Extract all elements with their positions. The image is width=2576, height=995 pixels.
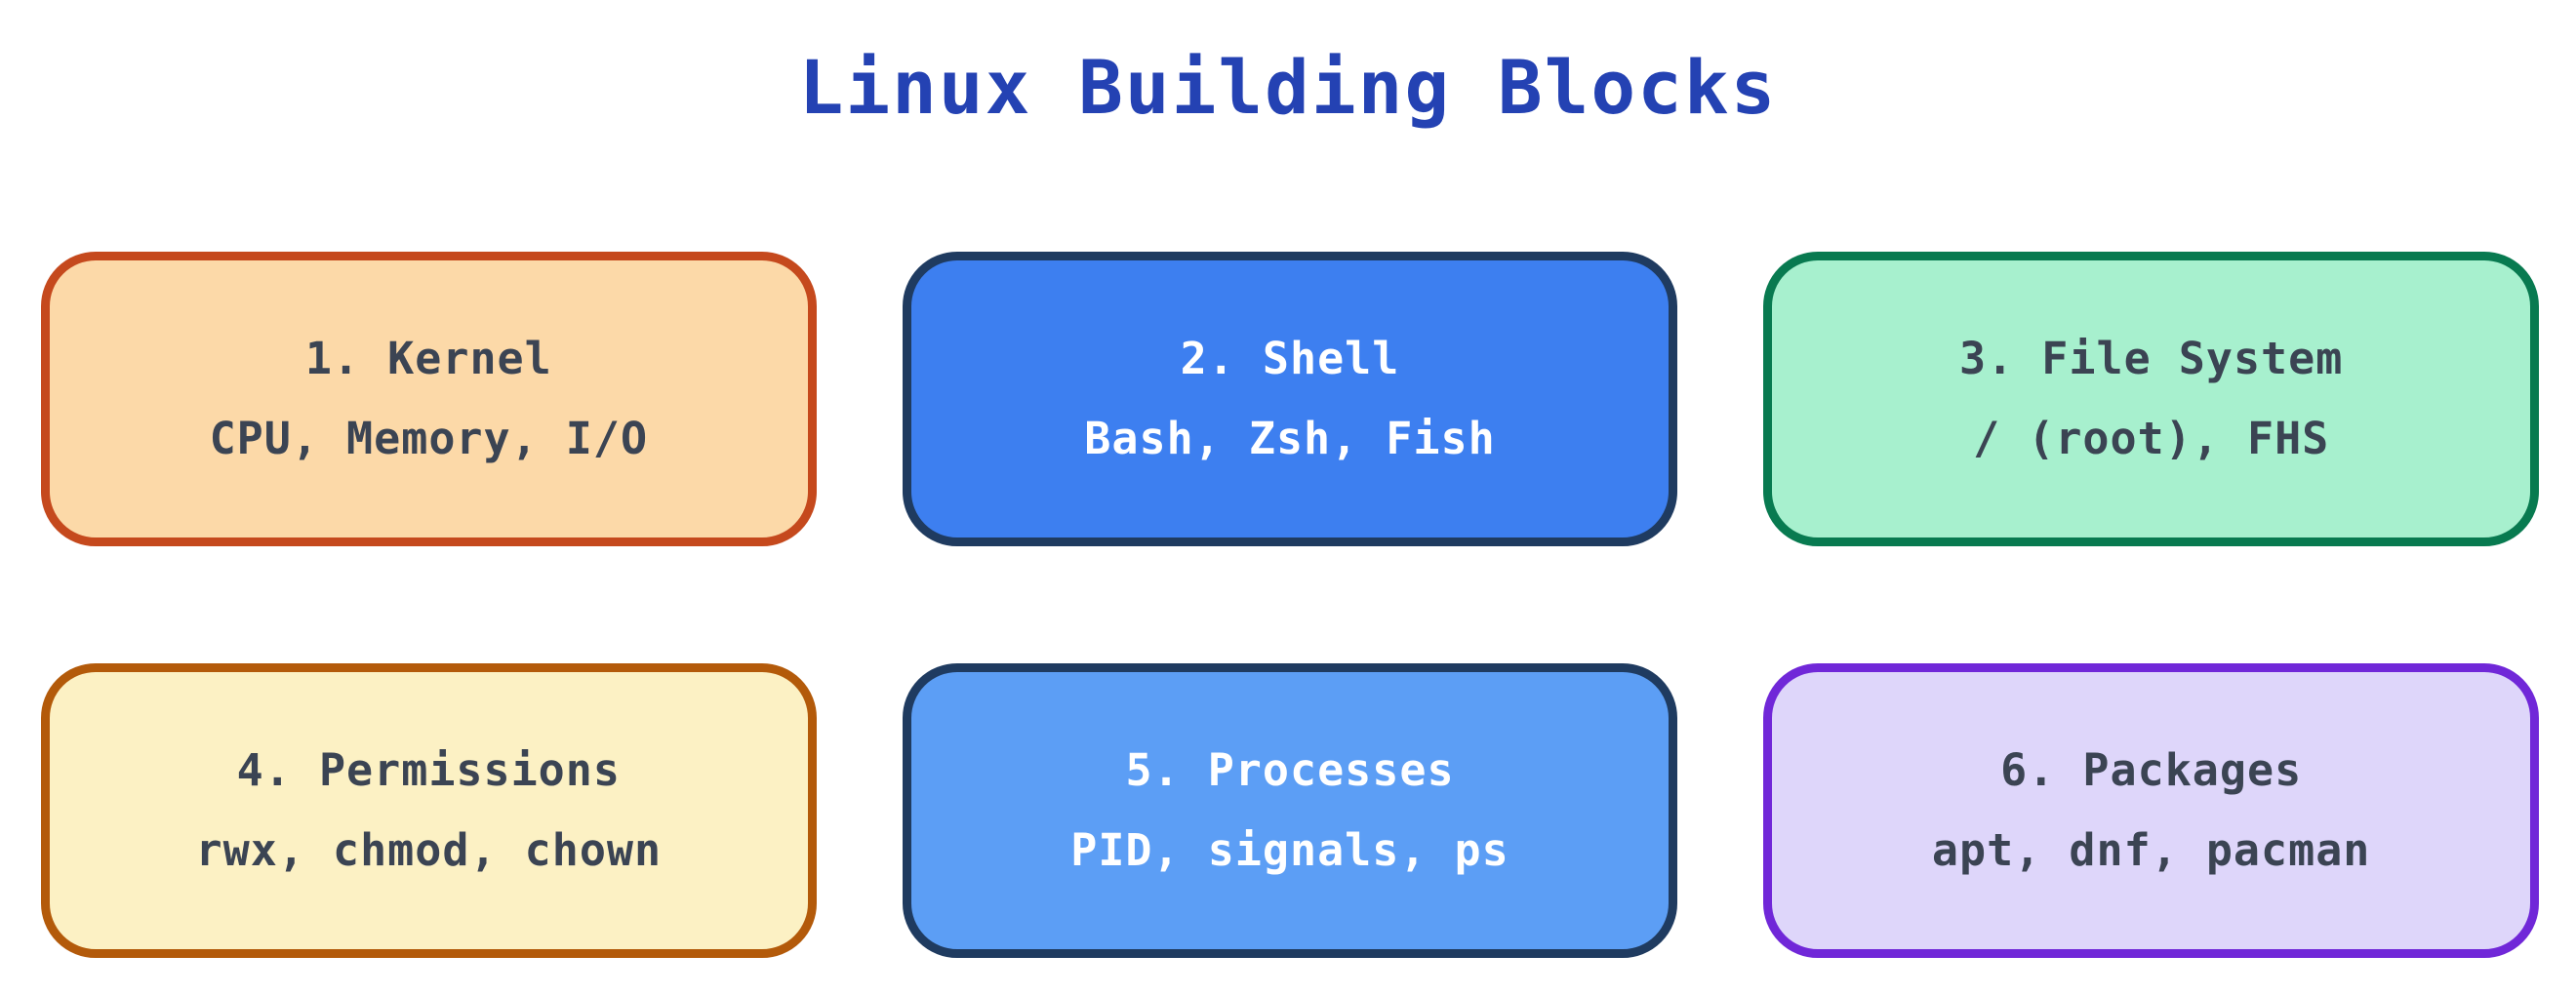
block-packages-subtitle: apt, dnf, pacman [1931, 824, 2371, 876]
block-kernel-title: 1. Kernel [304, 333, 552, 384]
block-shell-subtitle: Bash, Zsh, Fish [1084, 413, 1496, 464]
diagram-title: Linux Building Blocks [798, 44, 1778, 131]
block-processes-title: 5. Processes [1125, 744, 1455, 796]
block-shell: 2. Shell Bash, Zsh, Fish [902, 252, 1678, 546]
block-processes-subtitle: PID, signals, ps [1070, 824, 1509, 876]
block-permissions-subtitle: rwx, chmod, chown [195, 824, 663, 876]
block-packages: 6. Packages apt, dnf, pacman [1763, 663, 2539, 958]
block-processes: 5. Processes PID, signals, ps [902, 663, 1678, 958]
block-packages-title: 6. Packages [2000, 744, 2303, 796]
block-file-system-title: 3. File System [1959, 333, 2344, 384]
block-kernel: 1. Kernel CPU, Memory, I/O [41, 252, 817, 546]
block-permissions: 4. Permissions rwx, chmod, chown [41, 663, 817, 958]
block-permissions-title: 4. Permissions [236, 744, 621, 796]
block-kernel-subtitle: CPU, Memory, I/O [209, 413, 649, 464]
block-grid: 1. Kernel CPU, Memory, I/O 2. Shell Bash… [41, 252, 2539, 958]
block-shell-title: 2. Shell [1180, 333, 1400, 384]
block-file-system-subtitle: / (root), FHS [1973, 413, 2330, 464]
block-file-system: 3. File System / (root), FHS [1763, 252, 2539, 546]
